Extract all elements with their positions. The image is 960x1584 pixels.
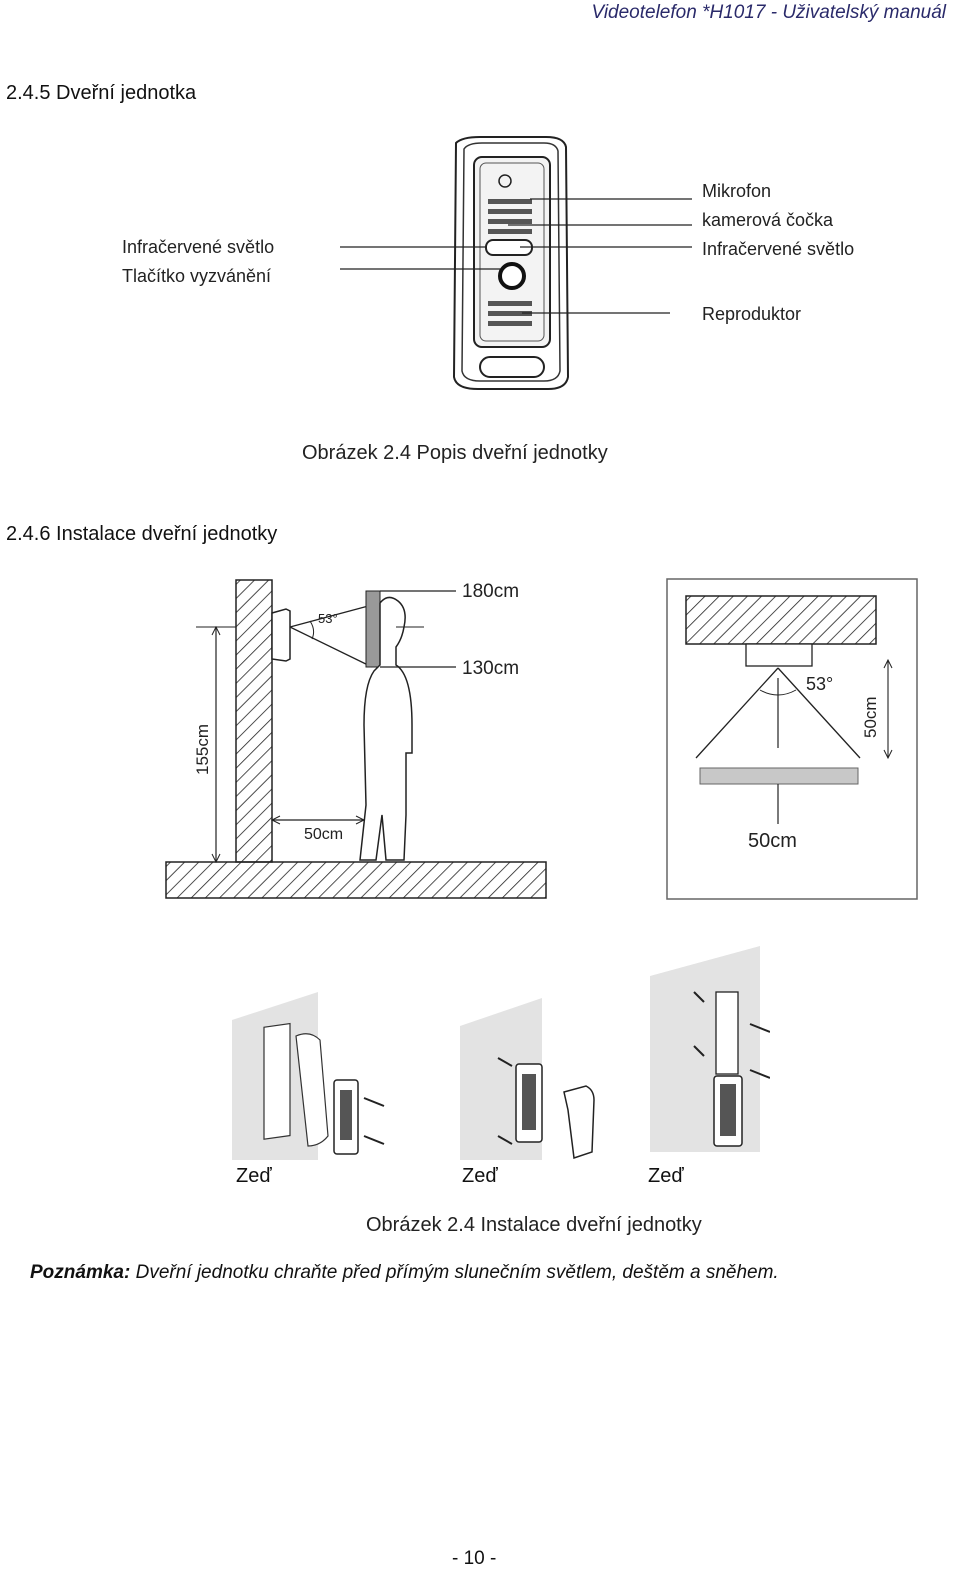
wall-label-3: Zeď: [648, 1165, 684, 1187]
figure-caption-installation: Obrázek 2.4 Instalace dveřní jednotky: [366, 1214, 702, 1236]
dim-label-50-vertical: 50cm: [861, 696, 880, 738]
side-view-installation-diagram: 180cm 130cm 53° 155cm 50cm: [165, 579, 547, 899]
page-number: - 10 -: [452, 1548, 497, 1569]
document-header: Videotelefon *H1017 - Uživatelský manuál: [591, 2, 946, 23]
dim-label-180: 180cm: [462, 581, 519, 602]
door-unit-diagram: [340, 136, 692, 390]
section-heading-2-4-6: 2.4.6 Instalace dveřní jednotky: [6, 523, 278, 545]
figure-caption-door-unit: Obrázek 2.4 Popis dveřní jednotky: [302, 442, 608, 464]
label-infrared-light-left: Infračervené světlo: [122, 237, 275, 257]
note-text: Dveřní jednotku chraňte před přímým slun…: [135, 1262, 779, 1283]
angle-label-top: 53°: [806, 674, 833, 694]
top-view-installation-diagram: 53° 50cm 50cm: [666, 578, 918, 900]
dim-label-130: 130cm: [462, 658, 519, 679]
label-microphone: Mikrofon: [702, 181, 772, 201]
note: Poznámka: Dveřní jednotku chraňte před p…: [30, 1262, 779, 1284]
label-speaker: Reproduktor: [702, 304, 802, 324]
dim-label-50-side: 50cm: [304, 826, 343, 843]
dim-label-50-horizontal: 50cm: [748, 830, 797, 852]
label-camera-lens: kamerová čočka: [702, 210, 834, 230]
note-label: Poznámka:: [30, 1262, 131, 1283]
mounting-steps-illustration: [232, 946, 770, 1160]
angle-label-side: 53°: [318, 611, 338, 626]
wall-label-2: Zeď: [462, 1165, 498, 1187]
dim-label-155: 155cm: [193, 724, 212, 775]
wall-label-1: Zeď: [236, 1165, 272, 1187]
label-ring-button: Tlačítko vyzvánění: [122, 266, 272, 286]
section-heading-2-4-5: 2.4.5 Dveřní jednotka: [6, 82, 197, 104]
label-infrared-light-right: Infračervené světlo: [702, 239, 855, 259]
